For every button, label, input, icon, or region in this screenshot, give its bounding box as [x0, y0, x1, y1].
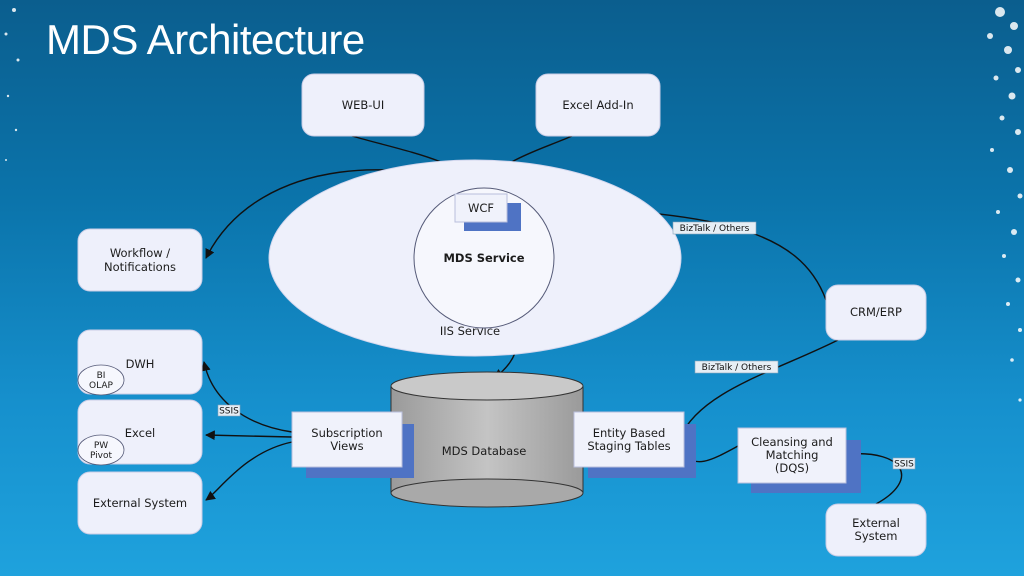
connector-subscription-dwh — [201, 361, 293, 433]
decorative-dots — [4, 7, 1023, 402]
dwh-badge-line1: BI — [97, 371, 106, 381]
excel-label: Excel — [125, 426, 155, 440]
external-system-left-label: External System — [93, 496, 187, 510]
cleansing-line1: Cleansing and — [751, 435, 833, 449]
ssis-right-label: SSIS — [894, 460, 914, 470]
external-system-right-box — [825, 503, 927, 557]
crm-erp-label: CRM/ERP — [850, 305, 902, 319]
cleansing-box — [737, 427, 847, 484]
excel-addin-box — [535, 73, 661, 137]
external-system-right-line2: System — [855, 529, 898, 543]
biztalk-mid-tag — [694, 360, 779, 374]
dwh-badge-line2: OLAP — [89, 381, 113, 391]
staging-tables-line2: Staging Tables — [587, 439, 670, 453]
external-system-left-box — [77, 471, 203, 535]
subscription-views-line1: Subscription — [311, 426, 382, 440]
crm-erp-box — [825, 284, 927, 341]
mds-service-label: MDS Service — [443, 251, 524, 265]
subscription-views-box — [291, 411, 403, 468]
subscription-views-line2: Views — [330, 439, 363, 453]
slide-title: MDS Architecture — [46, 16, 365, 63]
dwh-label: DWH — [126, 357, 155, 371]
excel-addin-label: Excel Add-In — [562, 98, 633, 112]
wcf-box — [454, 193, 508, 223]
workflow-label-line1: Workflow / — [110, 246, 170, 260]
web-ui-box — [301, 73, 425, 137]
connector-crmerp-staging — [678, 337, 843, 439]
ssis-left-label: SSIS — [219, 407, 239, 417]
ssis-right-tag — [892, 457, 916, 470]
cleansing-line3: (DQS) — [775, 461, 809, 475]
connector-subscription-excel — [205, 430, 293, 441]
excel-badge-line1: PW — [94, 441, 108, 451]
external-system-right-line1: External — [852, 516, 900, 530]
cleansing-line2: Matching — [766, 448, 819, 462]
excel-badge — [77, 434, 125, 466]
connector-subscription-external — [205, 441, 293, 501]
biztalk-top-label: BizTalk / Others — [680, 224, 750, 234]
staging-tables-box — [573, 411, 685, 468]
ssis-left-tag — [217, 404, 241, 417]
dwh-badge — [77, 364, 125, 396]
staging-tables-line1: Entity Based — [593, 426, 666, 440]
mds-database-label: MDS Database — [442, 444, 527, 458]
workflow-label-line2: Notifications — [104, 260, 176, 274]
web-ui-label: WEB-UI — [342, 98, 385, 112]
wcf-label: WCF — [468, 201, 494, 215]
biztalk-mid-label: BizTalk / Others — [702, 363, 772, 373]
workflow-notifications-box — [77, 228, 203, 292]
biztalk-top-tag — [672, 221, 757, 235]
mds-database-cylinder — [390, 371, 584, 508]
excel-badge-line2: Pivot — [90, 451, 113, 461]
